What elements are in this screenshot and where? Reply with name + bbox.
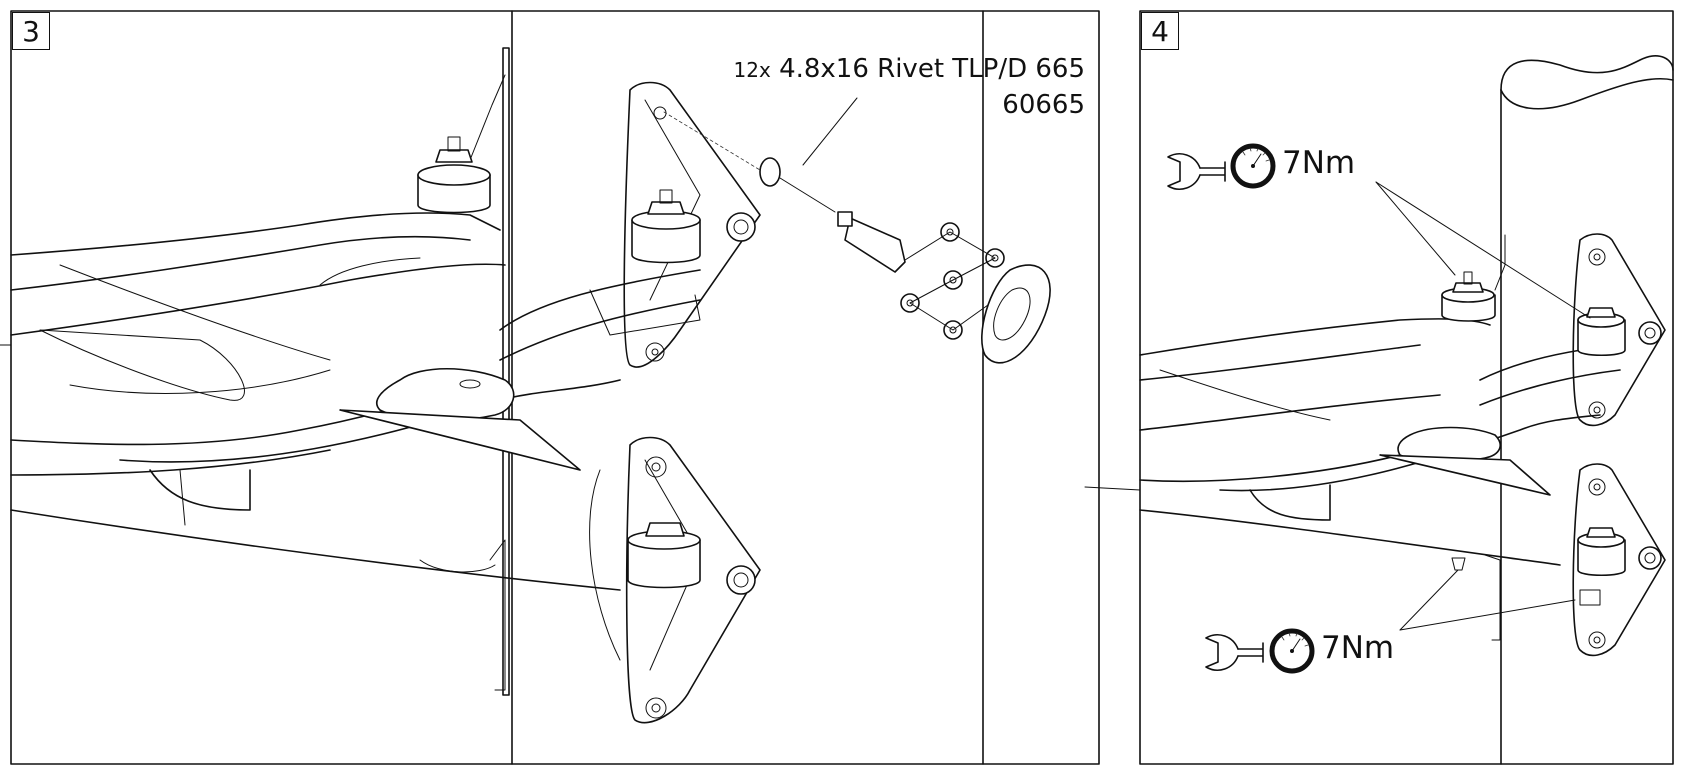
rivet-label: 12x 4.8x16 Rivet TLP/D 665 [734,52,1086,87]
panel-4-pole [1500,55,1674,765]
torque-value-bottom: 7Nm [1321,630,1395,666]
step-number-3: 3 [12,12,50,50]
torque-gauge-icon [1269,628,1315,674]
rivet-tool-icon [663,111,1051,364]
step-number-4: 4 [1141,12,1179,50]
panel-4-arm-assembly [1139,234,1621,641]
rivet-description: 4.8x16 Rivet TLP/D 665 [779,54,1085,84]
panel-3-hinge-top [623,81,761,368]
rivet-quantity: 12x [733,58,771,82]
panel-3-arm-assembly [10,136,701,591]
wrench-icon [1205,634,1264,671]
panel-4-hinge-bottom [1572,463,1666,657]
panel-3-frame [10,10,1100,765]
torque-value-top: 7Nm [1282,145,1356,181]
panel-4-frame [1139,10,1674,765]
rivet-leader-line [802,97,858,166]
panel-3-pole-section [469,10,984,765]
panel-4-hinge-top [1572,233,1666,427]
torque-leader-lines [1084,181,1591,631]
torque-gauge-icon [1230,143,1276,189]
panel-3-hinge-bottom [589,436,761,724]
wrench-icon [1167,153,1226,190]
rivet-part-number: 60665 [1002,90,1085,120]
